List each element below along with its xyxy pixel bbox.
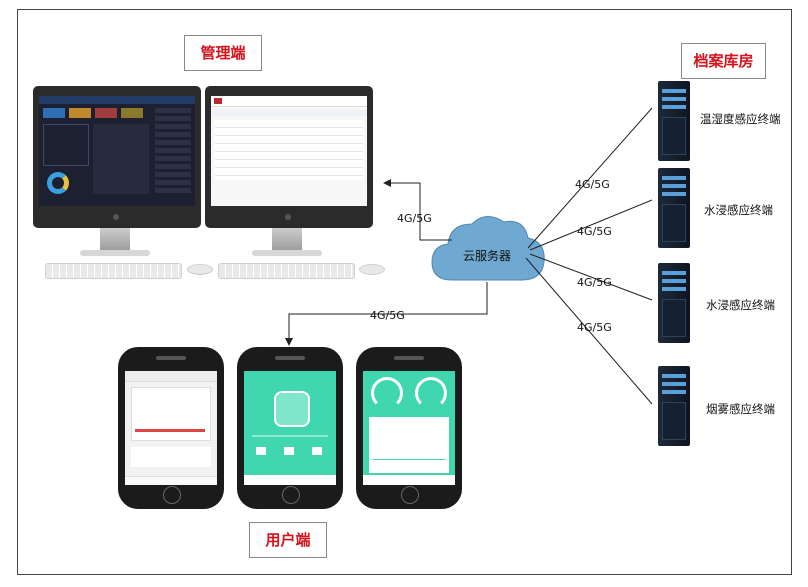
- phone-gauge: [356, 347, 462, 509]
- phone-chat: [118, 347, 224, 509]
- server-rack-icon: [658, 263, 690, 343]
- cloud-icon: [431, 216, 545, 281]
- keyboard-1: [45, 263, 182, 279]
- monitor-stand-2: [272, 228, 302, 252]
- admin-title: 管理端: [184, 35, 262, 71]
- link-terminal-2: [529, 199, 653, 251]
- mouse-2: [359, 264, 385, 275]
- link-to-user: [285, 282, 488, 346]
- cloud-label: 云服务器: [463, 249, 512, 263]
- server-rack-icon: [658, 366, 690, 446]
- link-label-terminal-4: 4G/5G: [577, 321, 612, 334]
- keyboard-2: [218, 263, 355, 279]
- user-title: 用户端: [249, 522, 327, 558]
- phone-gauge-screen: [363, 371, 455, 485]
- monitor-base-1: [80, 250, 150, 256]
- admin-monitor-dashboard: [33, 86, 201, 228]
- link-label-user: 4G/5G: [370, 309, 405, 322]
- server-rack-icon: [658, 81, 690, 161]
- terminal-label: 温湿度感应终端: [700, 112, 781, 126]
- link-label-terminal-3: 4G/5G: [577, 276, 612, 289]
- link-to-admin: [383, 179, 452, 241]
- link-label-admin: 4G/5G: [397, 212, 432, 225]
- table-screen: [211, 96, 367, 206]
- terminal-label: 水浸感应终端: [704, 203, 773, 217]
- archive-title: 档案库房: [681, 43, 766, 79]
- dashboard-screen: [39, 96, 195, 206]
- monitor-stand-1: [100, 228, 130, 252]
- link-terminal-4: [525, 257, 653, 405]
- terminal-label: 水浸感应终端: [706, 298, 775, 312]
- phone-score-screen: [244, 371, 336, 485]
- diagram-frame: [17, 9, 792, 575]
- admin-monitor-table: [205, 86, 373, 228]
- link-label-terminal-1: 4G/5G: [575, 178, 610, 191]
- link-terminal-3: [529, 253, 653, 301]
- link-terminal-1: [527, 107, 653, 249]
- link-label-terminal-2: 4G/5G: [577, 225, 612, 238]
- terminal-label: 烟雾感应终端: [706, 402, 775, 416]
- server-rack-icon: [658, 168, 690, 248]
- phone-score: [237, 347, 343, 509]
- monitor-base-2: [252, 250, 322, 256]
- mouse-1: [187, 264, 213, 275]
- phone-chat-screen: [125, 371, 217, 485]
